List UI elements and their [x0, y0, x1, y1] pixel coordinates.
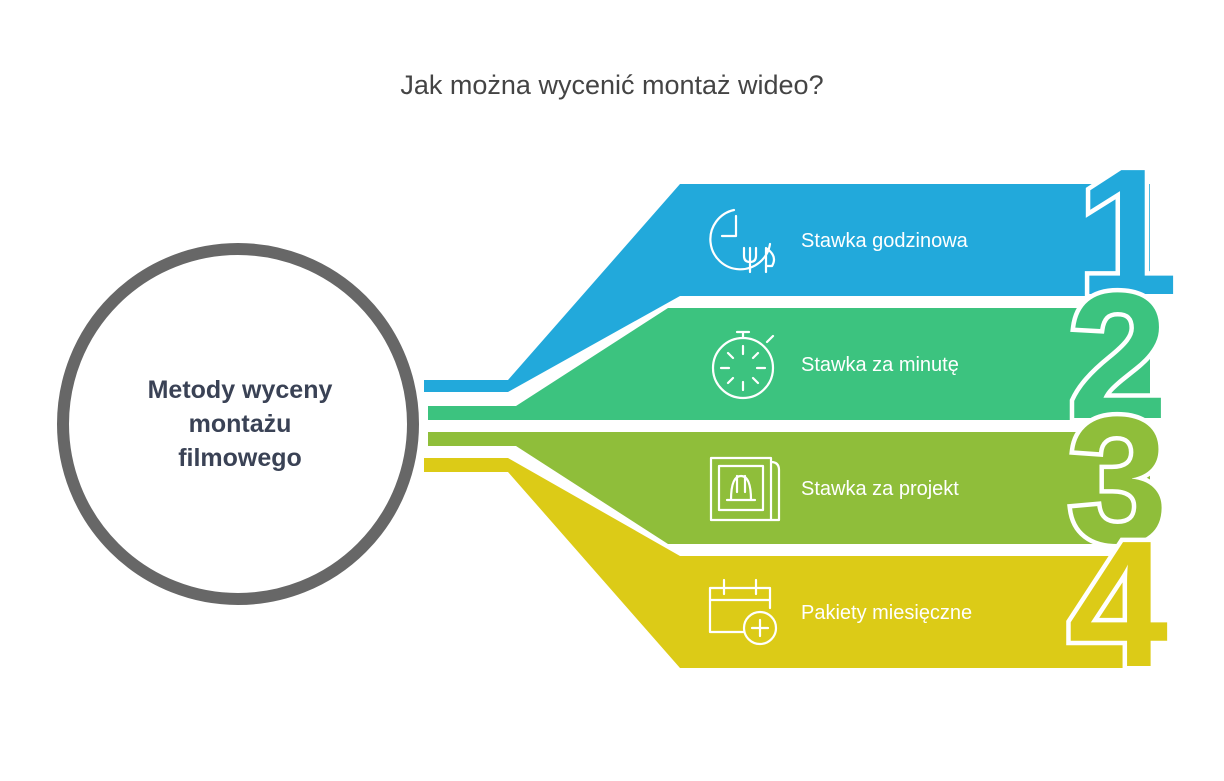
page-title: Jak można wycenić montaż wideo?: [400, 70, 824, 100]
band-3: [428, 432, 1150, 544]
label-2: Stawka za minutę: [801, 354, 959, 376]
number-outline-1: 1: [1078, 132, 1178, 333]
center-text-line-1: Metody wyceny: [148, 376, 333, 404]
number-2: 2: [1068, 256, 1168, 457]
number-outline-4: 4: [1068, 504, 1168, 705]
label-4: Pakiety miesięczne: [801, 602, 972, 624]
blueprint-helmet-icon: [709, 456, 781, 522]
stopwatch-icon: [711, 330, 775, 400]
calendar-add-icon: [708, 578, 778, 646]
center-ring: [57, 243, 419, 605]
band-1: [424, 184, 1150, 392]
label-1: Stawka godzinowa: [801, 230, 969, 252]
item-2: 2 2 Stawka za minutę: [428, 252, 1173, 462]
number-1: 1: [1078, 132, 1178, 333]
center-text-line-3: filmowego: [178, 444, 302, 472]
number-3: 3: [1068, 380, 1168, 581]
number-outline-3: 3: [1068, 380, 1168, 581]
band-4: [424, 458, 1150, 668]
item-3: 3 3 Stawka za projekt: [428, 376, 1173, 586]
item-4: 4 4 Pakiety miesięczne: [424, 458, 1173, 710]
band-2: [428, 308, 1150, 420]
item-1: 1 1 Stawka godzinowa: [424, 128, 1183, 392]
center-text-line-2: montażu: [189, 410, 292, 438]
clock-cutlery-icon: [709, 208, 776, 274]
number-4: 4: [1068, 504, 1168, 705]
label-3: Stawka za projekt: [801, 478, 959, 500]
number-outline-2: 2: [1068, 256, 1168, 457]
